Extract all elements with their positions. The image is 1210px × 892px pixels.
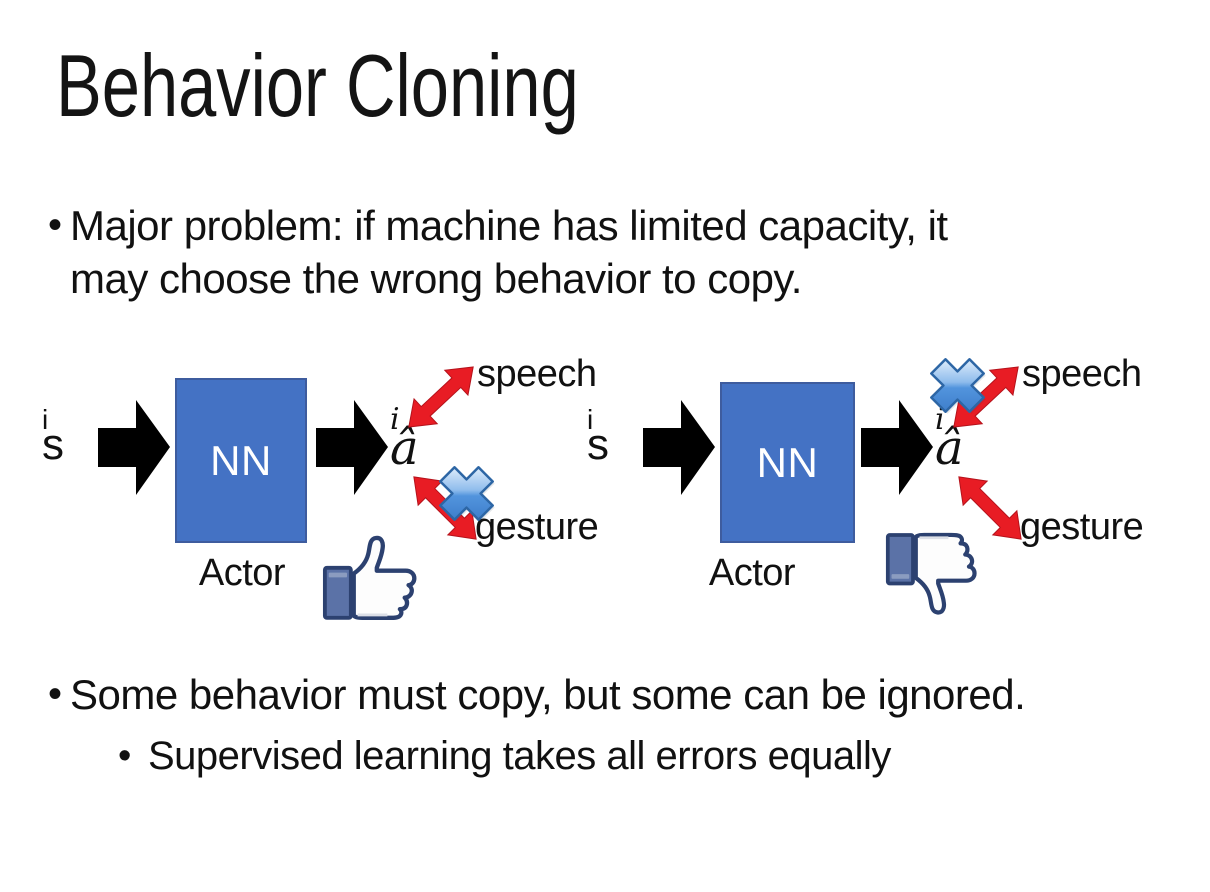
cross-out-icon — [433, 460, 499, 526]
cross-out-icon — [924, 352, 990, 418]
gesture-double-arrow-icon — [943, 461, 1036, 554]
actor-label: Actor — [198, 552, 286, 594]
input-arrow-icon — [643, 400, 715, 495]
gesture-label: gesture — [1020, 506, 1144, 548]
gesture-label: gesture — [475, 506, 599, 548]
speech-label: speech — [477, 353, 597, 395]
thumbs-down-icon — [885, 530, 982, 622]
bullet-text: Supervised learning takes all errors equ… — [148, 731, 891, 781]
nn-label: NN — [210, 436, 272, 484]
nn-box: NN — [175, 378, 307, 543]
bullet-glyph: • — [48, 672, 63, 716]
action-symbol: â — [935, 420, 964, 476]
output-arrow-icon — [861, 400, 933, 495]
bullet-some-behavior: • Some behavior must copy, but some can … — [48, 668, 1026, 721]
bullet-line-1: Major problem: if machine has limited ca… — [70, 202, 948, 249]
bullet-glyph: • — [48, 203, 63, 247]
nn-box: NN — [720, 382, 855, 543]
bullet-line: Some behavior must copy, but some can be… — [70, 671, 1026, 718]
bullet-glyph: • — [118, 735, 132, 777]
state-symbol: s — [587, 420, 609, 469]
input-arrow-icon — [98, 400, 170, 495]
bullet-text: Some behavior must copy, but some can be… — [70, 668, 1026, 721]
speech-double-arrow-icon — [394, 351, 489, 443]
bullet-line: Supervised learning takes all errors equ… — [148, 734, 891, 778]
page-title-text: Behavior Cloning — [56, 36, 579, 135]
action-symbol: â — [390, 420, 419, 476]
state-symbol: s — [42, 420, 64, 469]
bullet-text: Major problem: if machine has limited ca… — [70, 199, 948, 305]
actor-label: Actor — [708, 552, 796, 594]
bullet-major-problem: • Major problem: if machine has limited … — [48, 199, 948, 305]
thumbs-up-icon — [322, 528, 422, 623]
sub-bullet-supervised: • Supervised learning takes all errors e… — [118, 731, 891, 781]
nn-label: NN — [756, 438, 819, 486]
bullet-line-2: may choose the wrong behavior to copy. — [70, 255, 802, 302]
page-title: Behavior Cloning — [56, 36, 726, 135]
speech-label: speech — [1022, 353, 1142, 395]
output-arrow-icon — [316, 400, 388, 495]
